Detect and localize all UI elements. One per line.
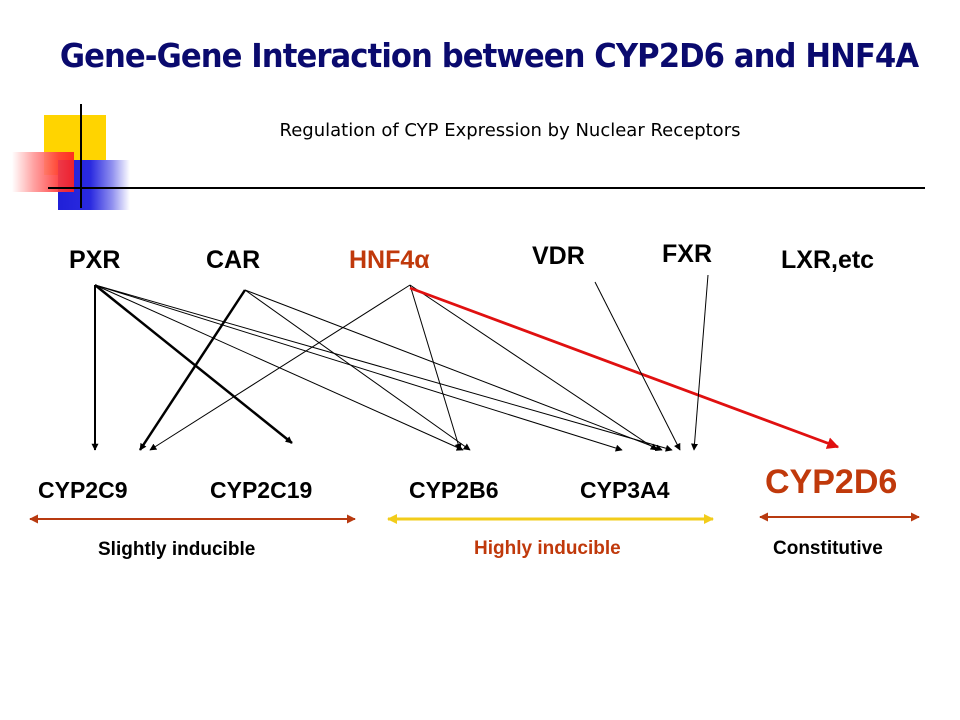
edge-pxr-cyp3a4-a	[94, 284, 623, 452]
target-cyp2d6: CYP2D6	[765, 463, 898, 501]
deco-vertical-line	[80, 104, 82, 208]
regulator-vdr: VDR	[532, 242, 585, 270]
edge-fxr-cyp3a4	[691, 274, 709, 451]
target-cyp2b6: CYP2B6	[409, 477, 499, 503]
regulator-pxr: PXR	[69, 246, 121, 274]
edge-car-cyp2c9	[138, 289, 247, 451]
regulator-hnf4a: HNF4α	[349, 246, 430, 274]
edge-vdr-cyp3a4	[594, 281, 681, 451]
edge-hnf4a-cyp2b6	[409, 284, 462, 451]
regulator-car: CAR	[206, 246, 261, 274]
target-cyp3a4: CYP3A4	[580, 477, 670, 503]
edge-pxr-cyp2c19	[94, 284, 293, 444]
regulator-fxr: FXR	[662, 240, 712, 268]
category-constitutive: Constitutive	[773, 538, 883, 559]
edge-hnf4a-cyp2c9	[149, 284, 411, 451]
regulator-lxr: LXR,etc	[781, 246, 875, 274]
target-cyp2c9: CYP2C9	[38, 477, 128, 503]
edge-car-cyp2b6	[244, 289, 471, 451]
deco-horizontal-line	[48, 187, 925, 189]
page-title: Gene-Gene Interaction between CYP2D6 and…	[59, 36, 919, 75]
deco-red-square	[12, 152, 74, 192]
category-slightly-inducible: Slightly inducible	[98, 539, 256, 560]
edge-pxr-cyp3a4-b	[94, 284, 673, 452]
edge-car-cyp3a4	[244, 289, 663, 452]
edge-hnf4a-cyp3a4	[409, 284, 658, 451]
category-highly-inducible: Highly inducible	[474, 538, 621, 559]
edge-pxr-cyp2b6	[94, 284, 464, 451]
target-cyp2c19: CYP2C19	[210, 477, 313, 503]
edge-hnf4a-cyp2d6	[409, 286, 840, 449]
diagram-subtitle: Regulation of CYP Expression by Nuclear …	[279, 120, 741, 141]
